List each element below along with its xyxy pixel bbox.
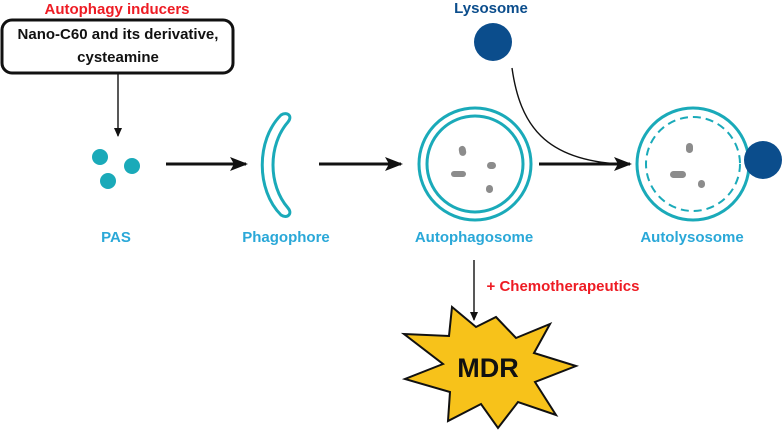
mdr-label: MDR [457,353,519,383]
phagophore-crescent [260,112,292,218]
stage-label-autophagosome: Autophagosome [414,229,534,246]
lysosome-label: Lysosome [454,0,528,17]
stage-label-pas: PAS [101,229,131,246]
inducer-line-2: cysteamine [77,49,159,66]
autolysosome [635,106,782,222]
fused-lysosome [744,141,782,179]
title-label: Autophagy inducers [44,1,190,18]
lysosome [474,23,512,61]
stage-label-phagophore: Phagophore [242,229,330,246]
pas-vesicles [92,149,140,189]
chemotherapeutics-label: + Chemotherapeutics [486,278,640,295]
autophagosome [417,106,533,222]
mdr-starburst [400,305,580,430]
lysosome-fusion-curve [511,67,621,165]
stage-label-autolysosome: Autolysosome [640,229,744,246]
inducer-line-1: Nano-C60 and its derivative, [17,26,219,43]
